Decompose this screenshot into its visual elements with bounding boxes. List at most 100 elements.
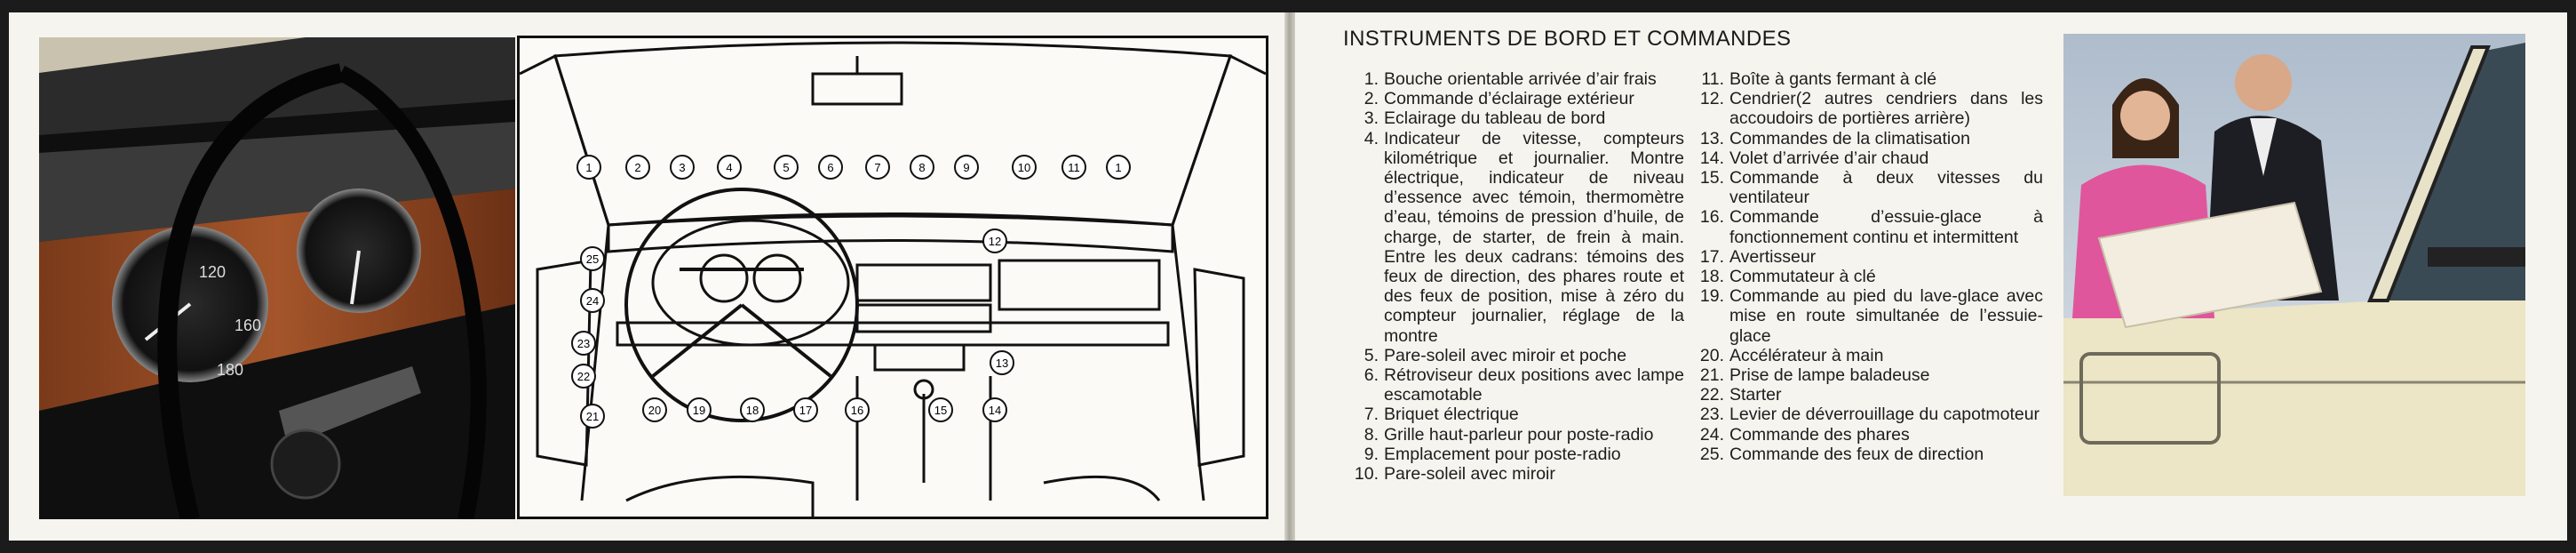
legend-item-text: Commandes de la climatisation: [1729, 128, 1970, 148]
diagram-callout: 4: [717, 155, 742, 180]
speedo-tick-160: 160: [235, 317, 261, 334]
legend-item-number: 22.: [1699, 385, 1724, 405]
diagram-callout: 23: [571, 331, 596, 356]
legend-item: 12.Cendrier(2 autres cendriers dans les …: [1692, 89, 2043, 128]
legend-item: 5.Pare-soleil avec miroir et poche: [1347, 346, 1684, 365]
legend-item-text: Commande des phares: [1729, 424, 1910, 445]
legend-item: 16.Commande d’essuie-glace à fonctionnem…: [1692, 207, 2043, 246]
legend-item-text: Grille haut-parleur pour poste-radio: [1384, 424, 1654, 445]
dashboard-photo: 120 160 180: [39, 37, 515, 519]
diagram-callout-label: 3: [679, 161, 685, 174]
diagram-callout-label: 1: [1115, 161, 1121, 174]
diagram-callout: 9: [954, 155, 979, 180]
diagram-callout-label: 7: [874, 161, 880, 174]
diagram-callout: 21: [580, 404, 605, 429]
diagram-callout-label: 1: [585, 161, 592, 174]
legend-item: 2.Commande d’éclairage extérieur: [1347, 89, 1684, 108]
legend-item-text: Accélérateur à main: [1729, 345, 1884, 365]
legend-item: 21.Prise de lampe baladeuse: [1692, 365, 2043, 385]
legend-item: 23.Levier de déverrouillage du capotmote…: [1692, 405, 2043, 424]
legend-item-number: 5.: [1364, 345, 1379, 365]
legend-item-text: Emplacement pour poste-radio: [1384, 444, 1621, 464]
legend-item: 1.Bouche orientable arrivée d’air frais: [1347, 69, 1684, 89]
legend-item-text: Pare-soleil avec miroir et poche: [1384, 345, 1627, 365]
diagram-callout: 22: [571, 364, 596, 389]
legend-item-text: Commande au pied du lave-glace avec mise…: [1729, 286, 2043, 346]
car-photo: [2063, 34, 2525, 496]
legend-item-number: 2.: [1364, 89, 1379, 109]
page-title: INSTRUMENTS DE BORD ET COMMANDES: [1343, 27, 1792, 51]
legend-item: 15.Commande à deux vitesses du ventilate…: [1692, 168, 2043, 207]
legend-item-number: 19.: [1699, 286, 1724, 307]
diagram-callout-label: 8: [918, 161, 925, 174]
legend-item: 13.Commandes de la climatisation: [1692, 129, 2043, 148]
diagram-callout: 15: [928, 397, 953, 422]
legend-item-text: Avertisseur: [1729, 246, 1817, 267]
diagram-callout-label: 11: [1068, 161, 1080, 174]
diagram-callout: 6: [818, 155, 843, 180]
legend-item-number: 18.: [1699, 267, 1724, 287]
legend-item-number: 24.: [1699, 424, 1724, 445]
diagram-callout: 1: [576, 155, 601, 180]
diagram-callout: 3: [670, 155, 695, 180]
legend-item-number: 17.: [1699, 246, 1724, 267]
diagram-callout-label: 10: [1018, 161, 1030, 174]
legend-item: 24.Commande des phares: [1692, 425, 2043, 445]
legend-item-text: Rétroviseur deux positions avec lampe es…: [1384, 365, 1684, 405]
dashboard-photo-art: 120 160 180: [39, 37, 515, 519]
legend-item-text: Cendrier(2 autres cendriers dans les acc…: [1729, 89, 2043, 129]
legend-item-text: Eclairage du tableau de bord: [1384, 108, 1606, 129]
legend-item: 7.Briquet électrique: [1347, 405, 1684, 424]
diagram-callout: 5: [774, 155, 799, 180]
diagram-callout: 13: [990, 350, 1014, 375]
diagram-callout: 16: [845, 397, 870, 422]
diagram-callout: 1: [1106, 155, 1131, 180]
legend-item-number: 12.: [1699, 89, 1724, 109]
diagram-callout-label: 6: [827, 161, 833, 174]
legend-item-text: Commutateur à clé: [1729, 267, 1876, 287]
diagram-callout: 17: [793, 397, 818, 422]
legend-item: 18.Commutateur à clé: [1692, 267, 2043, 286]
legend-item-number: 13.: [1699, 128, 1724, 148]
diagram-callout: 7: [865, 155, 890, 180]
diagram-callout-label: 9: [963, 161, 969, 174]
legend-item: 9.Emplacement pour poste-radio: [1347, 445, 1684, 464]
legend-item: 10.Pare-soleil avec miroir: [1347, 464, 1684, 484]
legend-item-text: Prise de lampe baladeuse: [1729, 365, 1930, 386]
legend-item-text: Commande d’essuie-glace à fonctionnement…: [1729, 207, 2043, 247]
diagram-callout: 2: [625, 155, 650, 180]
legend-item: 3.Eclairage du tableau de bord: [1347, 108, 1684, 128]
car-photo-art: [2063, 34, 2525, 496]
legend-item-number: 16.: [1699, 207, 1724, 228]
book-gutter: [1284, 12, 1295, 541]
diagram-callout: 25: [580, 246, 605, 271]
diagram-callout-label: 18: [746, 404, 759, 417]
legend-item: 8.Grille haut-parleur pour poste-radio: [1347, 425, 1684, 445]
diagram-callout: 18: [740, 397, 765, 422]
diagram-callout: 20: [642, 397, 667, 422]
diagram-callout-label: 17: [799, 404, 812, 417]
legend-item-text: Levier de déverrouillage du capotmoteur: [1729, 405, 2040, 425]
diagram-callout-label: 16: [851, 404, 863, 417]
diagram-callout-label: 2: [634, 161, 640, 174]
legend-item-number: 25.: [1699, 444, 1724, 464]
legend-item-text: Commande des feux de direction: [1729, 444, 1984, 464]
legend-item-text: Pare-soleil avec miroir: [1384, 464, 1555, 485]
legend-item: 6.Rétroviseur deux positions avec lampe …: [1347, 365, 1684, 405]
legend-item: 22.Starter: [1692, 385, 2043, 405]
legend-item: 11.Boîte à gants fermant à clé: [1692, 69, 2043, 89]
legend-item-number: 14.: [1699, 148, 1724, 168]
legend-item-number: 10.: [1354, 464, 1379, 485]
diagram-callout-label: 24: [586, 294, 599, 308]
diagram-callout: 10: [1012, 155, 1037, 180]
diagram-callout: 19: [687, 397, 712, 422]
diagram-callout: 12: [982, 228, 1007, 253]
speedo-tick-180: 180: [217, 361, 243, 379]
legend-item-number: 15.: [1699, 168, 1724, 188]
diagram-callout-label: 14: [989, 404, 1001, 417]
legend-item-number: 11.: [1701, 69, 1724, 89]
legend-item-text: Bouche orientable arrivée d’air frais: [1384, 69, 1657, 89]
legend-item: 19.Commande au pied du lave-glace avec m…: [1692, 286, 2043, 346]
